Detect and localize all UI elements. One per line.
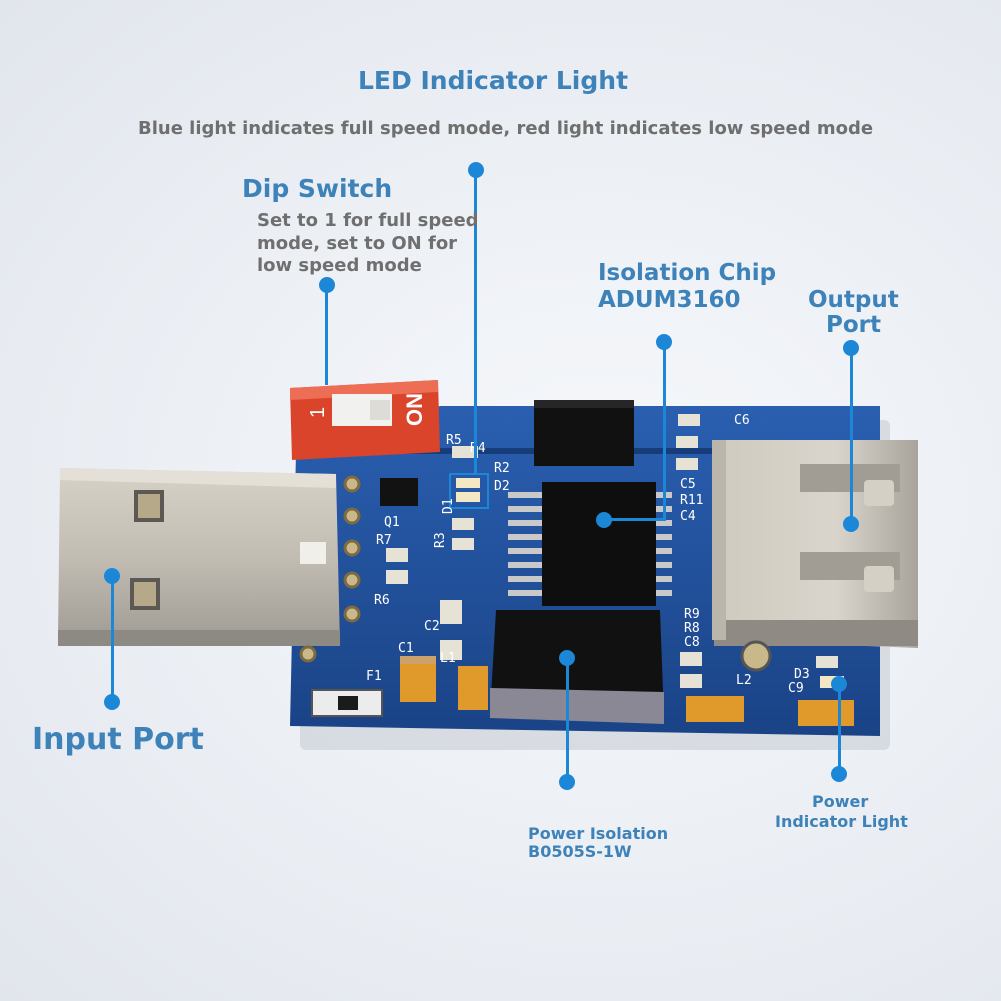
silk-l1: L1: [440, 651, 456, 666]
chip-title-line-2: ADUM3160: [598, 287, 741, 313]
power-iso-callout-dot-end: [559, 774, 575, 790]
silk-r8: R8: [684, 621, 700, 636]
usb-a-male-plug: [58, 468, 340, 646]
output-title-line-2: Port: [826, 312, 881, 338]
dip-callout-dot: [319, 277, 335, 293]
silk-r4: R4: [470, 441, 486, 456]
silk-c6: C6: [734, 413, 750, 428]
silk-d3: D3: [794, 667, 810, 682]
chip-callout-line: [663, 342, 666, 520]
chip-callout-dot-top: [656, 334, 672, 350]
dip-description-line-1: Set to 1 for full speed: [257, 210, 479, 231]
led-description: Blue light indicates full speed mode, re…: [138, 118, 874, 139]
input-callout-line: [111, 576, 114, 702]
power-led-callout-dot-end: [831, 766, 847, 782]
silk-c1: C1: [398, 641, 414, 656]
silk-r11: R11: [680, 493, 703, 508]
silk-c2: C2: [424, 619, 440, 634]
f1-fuse-body: [338, 696, 358, 710]
silk-d1: D1: [441, 498, 456, 514]
silk-r7: R7: [376, 533, 392, 548]
input-callout-dot-top: [104, 568, 120, 584]
silk-c4: C4: [680, 509, 696, 524]
silk-r2: R2: [494, 461, 510, 476]
power-isolation-line-1: Power Isolation: [528, 824, 669, 843]
silk-d2: D2: [494, 479, 510, 494]
dip-description-line-2: mode, set to ON for: [257, 233, 458, 254]
power-iso-callout-line: [566, 658, 569, 782]
silk-r9: R9: [684, 607, 700, 622]
silk-c8: C8: [684, 635, 700, 650]
silk-r5: R5: [446, 433, 462, 448]
power-led-callout-line: [838, 684, 841, 774]
dip-label-1: 1: [307, 407, 329, 418]
dip-description-line-3: low speed mode: [257, 255, 422, 276]
power-led-callout-dot-top: [831, 676, 847, 692]
silkscreen-labels: Q1 R2 D2 R5 R4 R7 R6 C1 C2 F1 L1 C6 C5 R…: [366, 413, 810, 696]
dip-label-on: ON: [402, 393, 427, 426]
power-isolation-line-2: B0505S-1W: [528, 842, 632, 861]
led-callout-line: [474, 170, 477, 474]
b0505s-module: [490, 610, 664, 724]
silk-c9: C9: [788, 681, 804, 696]
usb-a-female-socket: [712, 440, 918, 648]
dip-switch: 1 ON: [290, 380, 440, 460]
top-small-ic: [534, 400, 634, 466]
dip-title: Dip Switch: [242, 174, 393, 203]
chip-callout-hline: [604, 518, 666, 521]
chip-callout-dot-end: [596, 512, 612, 528]
tantalum-capacitors: [400, 656, 854, 726]
output-callout-dot-top: [843, 340, 859, 356]
chip-title-line-1: Isolation Chip: [598, 260, 777, 286]
silk-q1: Q1: [384, 515, 400, 530]
silk-r6: R6: [374, 593, 390, 608]
led-title: LED Indicator Light: [358, 66, 629, 95]
output-callout-dot-end: [843, 516, 859, 532]
silk-l2: L2: [736, 673, 752, 688]
input-title: Input Port: [32, 722, 204, 757]
input-callout-dot-end: [104, 694, 120, 710]
silk-c5: C5: [680, 477, 696, 492]
q1-transistor: [380, 478, 418, 506]
power-indicator-line-1: Power: [812, 792, 869, 811]
output-callout-line: [850, 348, 853, 524]
power-iso-callout-dot-top: [559, 650, 575, 666]
silk-r3: R3: [433, 532, 448, 548]
dip-callout-line: [325, 285, 328, 385]
silk-f1: F1: [366, 669, 382, 684]
led-callout-dot: [468, 162, 484, 178]
smd-components: [386, 414, 838, 688]
usb-pins: [299, 475, 361, 663]
power-indicator-line-2: Indicator Light: [775, 812, 908, 831]
output-title-line-1: Output: [808, 287, 899, 313]
l2-inductor: [740, 640, 772, 672]
